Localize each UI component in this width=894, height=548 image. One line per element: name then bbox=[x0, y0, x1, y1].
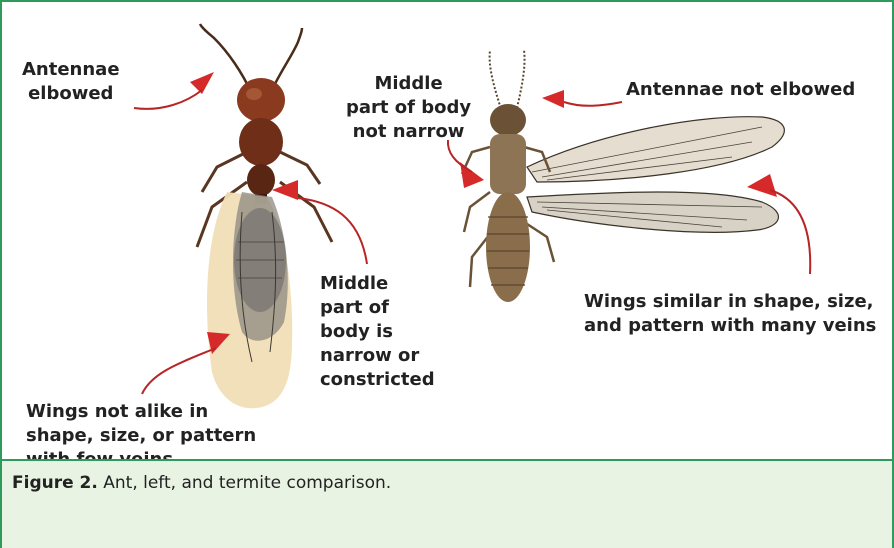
termite-wings-leader bbox=[770, 190, 810, 274]
caption-label: Figure 2. bbox=[12, 473, 98, 493]
termite-antennae-leader bbox=[564, 102, 622, 106]
ant-antennae-leader bbox=[134, 90, 202, 109]
termite-antennae-arrow bbox=[542, 90, 564, 108]
ant-antennae-label-line-2: elbowed bbox=[22, 82, 120, 106]
ant-middle-label-line-5: constricted bbox=[320, 368, 435, 392]
ant-antennae-label-line-1: Antennae bbox=[22, 58, 120, 82]
ant-middle-label-line-2: part of bbox=[320, 296, 435, 320]
figure-illustration: Antennae elbowed Middle part of body is … bbox=[2, 2, 892, 457]
termite-antennae-label-line-1: Antennae not elbowed bbox=[626, 78, 855, 102]
termite-wings-label-line-1: Wings similar in shape, size, bbox=[584, 290, 876, 314]
ant-wings-leader bbox=[142, 348, 216, 394]
termite-middle-label-line-2: part of body bbox=[346, 96, 471, 120]
ant-middle-label-line-1: Middle bbox=[320, 272, 435, 296]
ant-middle-label-line-4: narrow or bbox=[320, 344, 435, 368]
ant-middle-label: Middle part of body is narrow or constri… bbox=[320, 272, 435, 392]
caption-body: Ant, left, and termite comparison. bbox=[103, 473, 391, 493]
termite-wings-label: Wings similar in shape, size, and patter… bbox=[584, 290, 876, 338]
ant-middle-label-line-3: body is bbox=[320, 320, 435, 344]
ant-termite-diagram bbox=[2, 2, 892, 457]
figure-caption: Figure 2. Ant, left, and termite compari… bbox=[2, 459, 892, 548]
caption-text: Figure 2. Ant, left, and termite compari… bbox=[12, 473, 391, 493]
termite-middle-label-line-3: not narrow bbox=[346, 120, 471, 144]
ant-illustration bbox=[197, 24, 332, 408]
termite-antennae-label: Antennae not elbowed bbox=[626, 78, 855, 102]
ant-wings-label-line-2: shape, size, or pattern bbox=[26, 424, 256, 448]
termite-middle-label-line-1: Middle bbox=[346, 72, 471, 96]
ant-antennae-label: Antennae elbowed bbox=[22, 58, 120, 106]
termite-wings-label-line-2: and pattern with many veins bbox=[584, 314, 876, 338]
termite-middle-label: Middle part of body not narrow bbox=[346, 72, 471, 144]
ant-wings-label-line-1: Wings not alike in bbox=[26, 400, 256, 424]
termite-wings-arrow bbox=[747, 174, 777, 197]
ant-middle-leader bbox=[298, 198, 367, 264]
ant-middle-arrow bbox=[272, 180, 298, 200]
termite-middle-leader bbox=[448, 140, 472, 172]
